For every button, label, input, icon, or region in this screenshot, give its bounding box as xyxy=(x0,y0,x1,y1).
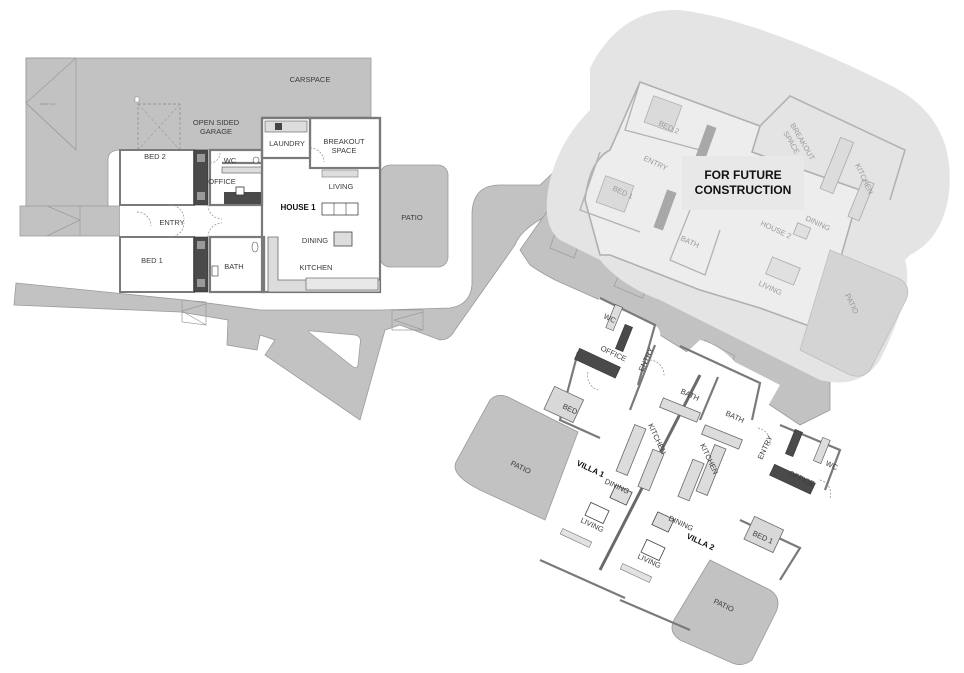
dining-table xyxy=(333,231,353,247)
villa2-wardrobe xyxy=(769,463,816,495)
villa2-sofa xyxy=(640,538,666,562)
house1-laundry-label: LAUNDRY xyxy=(269,139,305,148)
villa1-kitchen-bench xyxy=(615,424,647,476)
villas xyxy=(454,297,842,665)
villa2-bed xyxy=(743,515,785,554)
future-banner-line1: FOR FUTURE xyxy=(704,168,781,182)
wardrobe-bed2 xyxy=(193,149,209,206)
future-banner xyxy=(682,156,804,210)
villa2-patio xyxy=(671,559,779,665)
villa1-wardrobe xyxy=(574,347,621,379)
house1-breakout-label-2: SPACE xyxy=(332,146,357,155)
villa1-dining-table xyxy=(609,484,633,506)
house1-name-label: HOUSE 1 xyxy=(280,203,316,212)
villa1-bed xyxy=(543,385,585,424)
house1: BED 2 BED 1 WC OFFICE ENTRY BATH LAUNDRY… xyxy=(119,116,423,294)
house2-patio xyxy=(799,249,909,377)
villa2-dining-table xyxy=(651,511,675,533)
garage-outline xyxy=(137,103,181,151)
house1-dining-label: DINING xyxy=(302,236,328,245)
wardrobe-bed1 xyxy=(193,236,209,293)
house1-breakout-label-1: BREAKOUT xyxy=(323,137,365,146)
house1-bed2-label: BED 2 xyxy=(144,152,166,161)
house1-wc-label: WC xyxy=(224,156,237,165)
house1-office-label: OFFICE xyxy=(208,177,236,186)
house1-entry-label: ENTRY xyxy=(159,218,184,227)
garage-label-1: OPEN SIDED xyxy=(193,118,240,127)
future-banner-line2: CONSTRUCTION xyxy=(695,183,792,197)
sofa xyxy=(321,202,359,216)
villa1-sofa xyxy=(584,501,610,525)
house1-bath-label: BATH xyxy=(224,262,243,271)
garage-label-2: GARAGE xyxy=(200,127,232,136)
house1-living-label: LIVING xyxy=(329,182,354,191)
villa2-kitchen-bench xyxy=(695,444,727,496)
house1-bed1-label: BED 1 xyxy=(141,256,163,265)
villa2-entry-label: ENTRY xyxy=(756,434,775,461)
villa2-wc-label: WC xyxy=(824,459,840,473)
ramp-label: RAMP 1:14 xyxy=(40,102,56,106)
villa1-patio xyxy=(454,395,579,521)
carspace-label: CARSPACE xyxy=(290,75,331,84)
house1-kitchen-label: KITCHEN xyxy=(300,263,333,272)
house1-patio-label: PATIO xyxy=(401,213,423,222)
ramp-lower-left xyxy=(19,205,121,237)
house2-future: BED 2 BED 1 ENTRY BATH BREAKOUT SPACE KI… xyxy=(546,9,950,383)
